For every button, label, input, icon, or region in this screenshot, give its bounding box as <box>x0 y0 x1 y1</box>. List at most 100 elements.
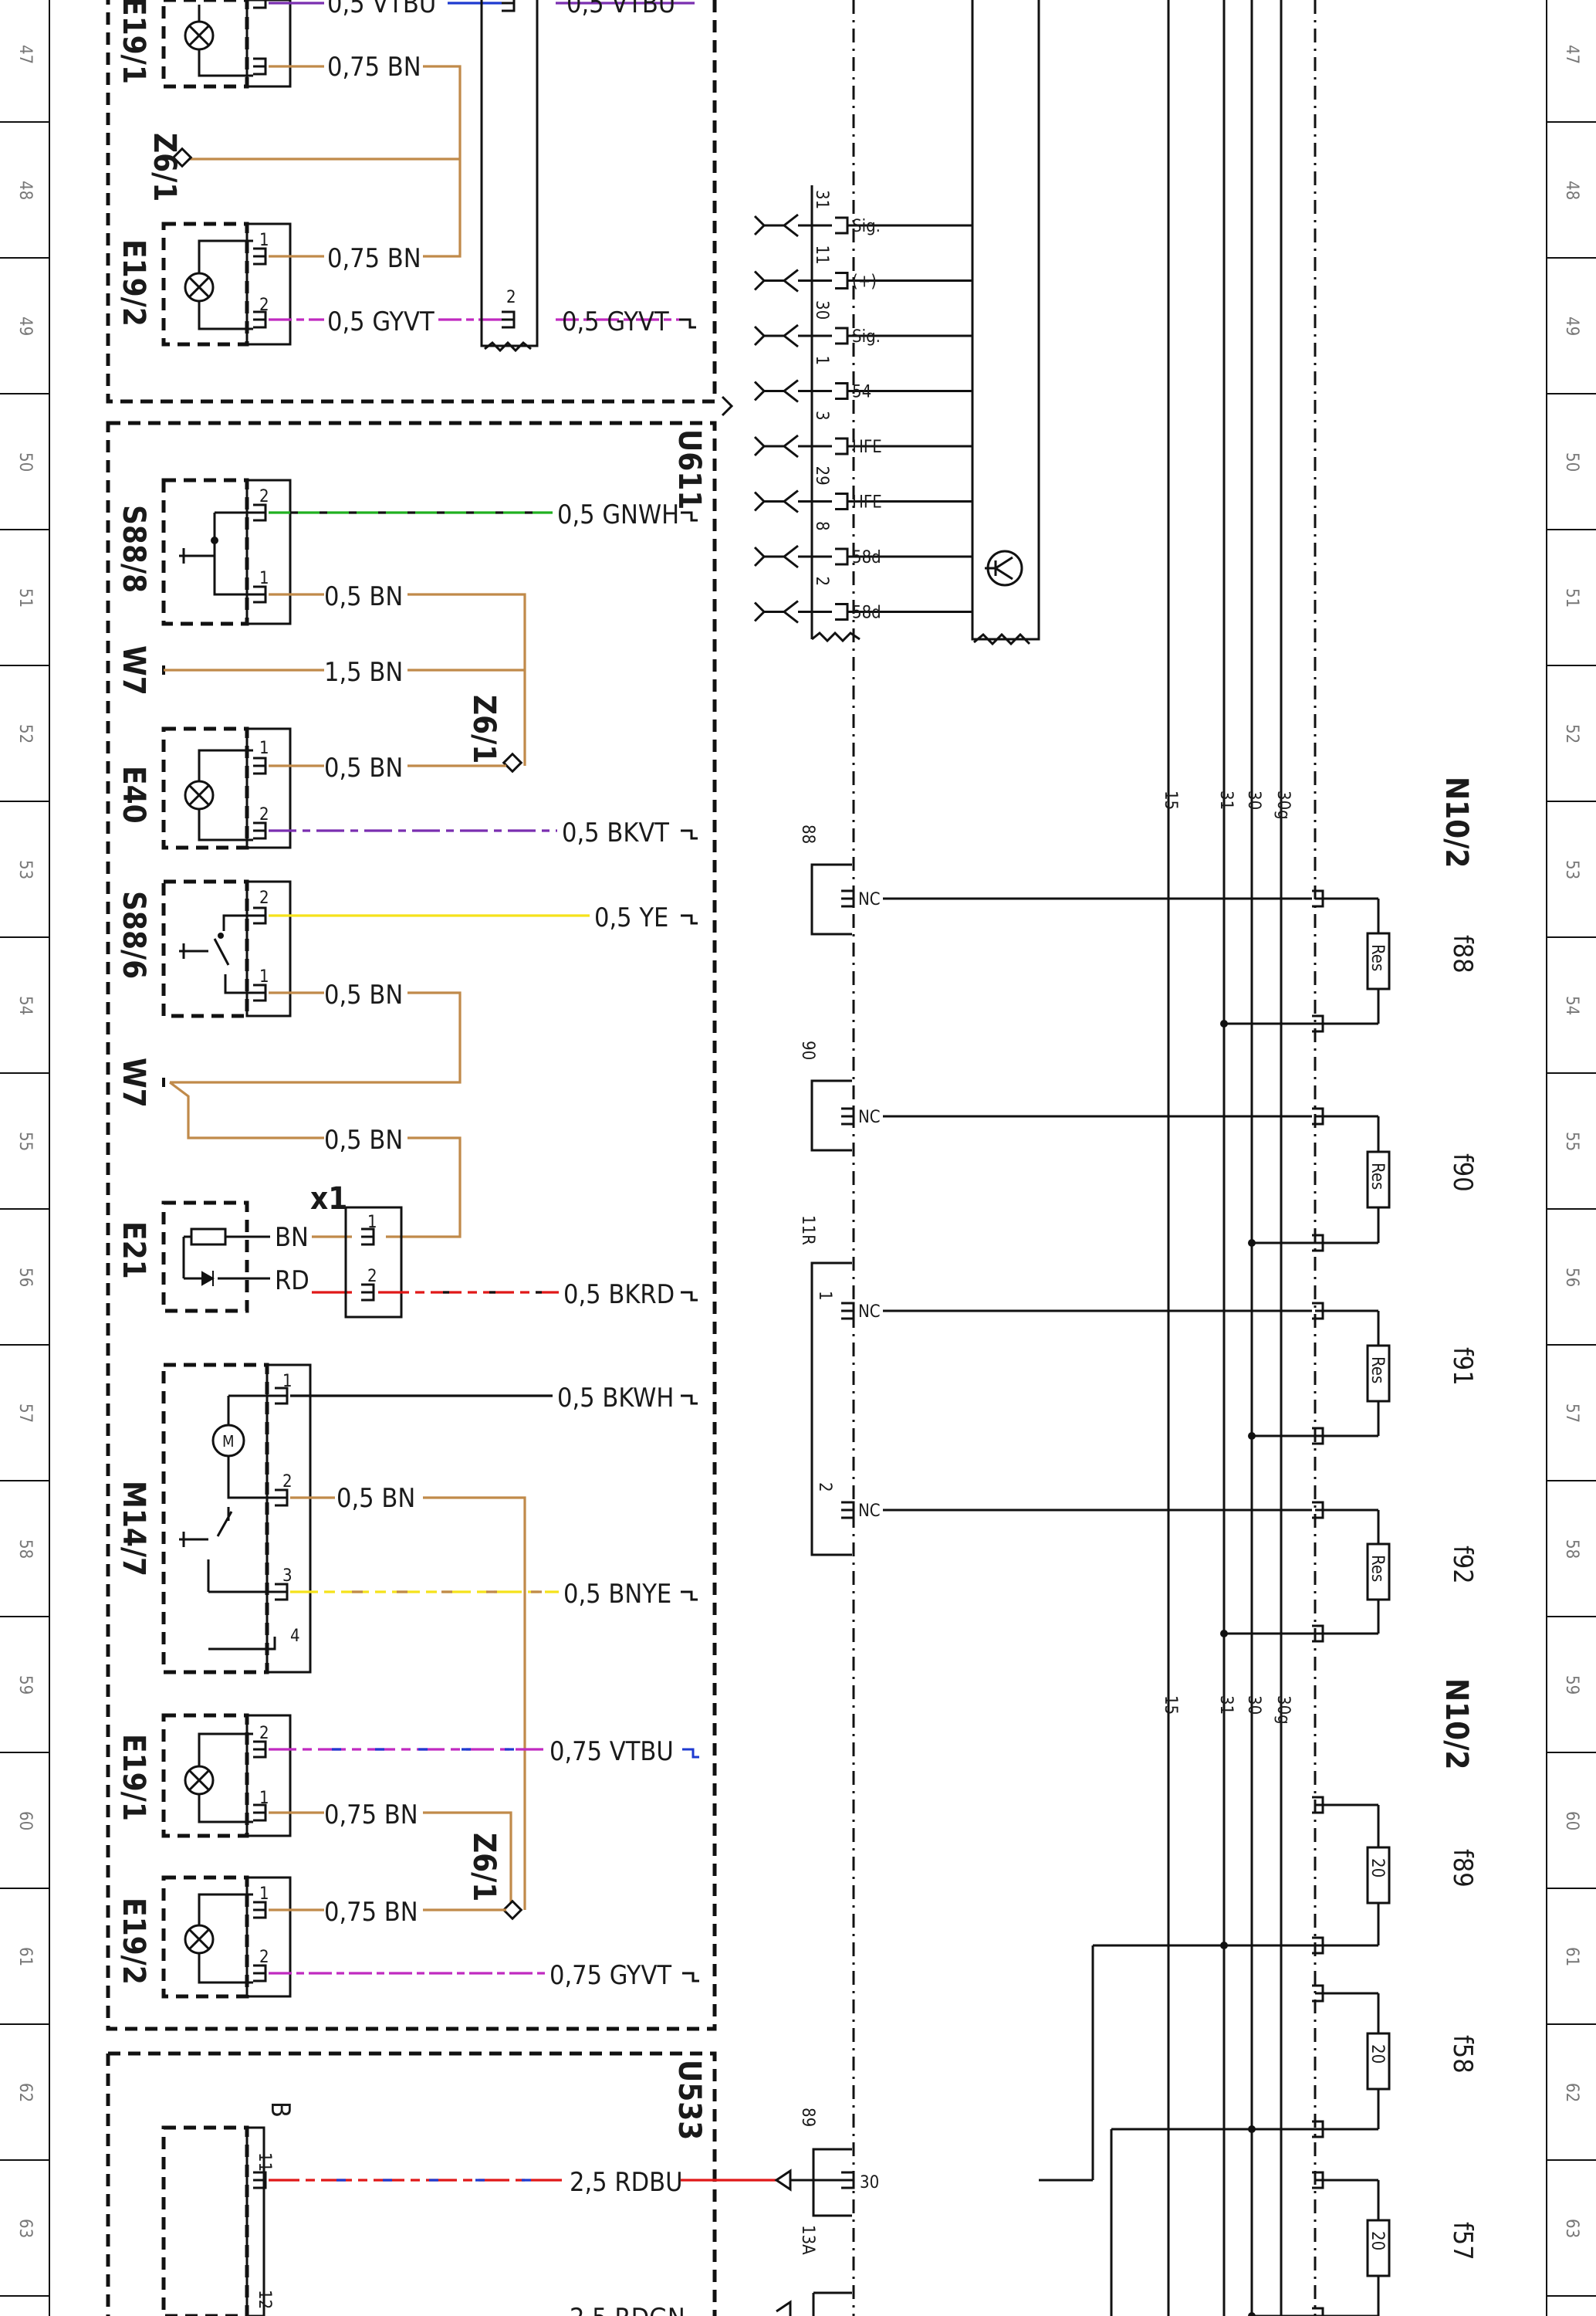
fuse-f88: Res f88 <box>1220 889 1478 1033</box>
wire-label: 0,75 BN <box>324 1800 418 1830</box>
component-label: Z6/1 <box>466 1833 502 1901</box>
row-number: 48 <box>15 181 35 200</box>
bus-label: 30 <box>1244 1695 1263 1715</box>
row-number: 58 <box>1562 1539 1581 1559</box>
row-number: 47 <box>15 45 35 64</box>
wire-label: 0,5 VTBU <box>327 0 436 19</box>
component-label: E19/1 <box>116 1734 151 1821</box>
pin-number: 2 <box>259 1948 269 1967</box>
fuse-value: Res <box>1368 1356 1387 1383</box>
wire-label: 2,5 RDGN <box>570 2303 685 2316</box>
wire-label: 0,5 YE <box>594 902 668 933</box>
pin-number: 11 <box>812 245 831 265</box>
row-number: 55 <box>1562 1132 1581 1151</box>
row-number: 51 <box>15 588 35 608</box>
row-number: 60 <box>1562 1811 1581 1830</box>
wire-label: 0,5 BN <box>324 980 403 1011</box>
bus-label: 30 <box>1244 791 1263 810</box>
row-number: 49 <box>15 317 35 336</box>
row-number: 52 <box>1562 724 1581 743</box>
row-number: 59 <box>1562 1675 1581 1695</box>
wire-label: 0,5 BN <box>324 581 403 612</box>
component-label: W7 <box>116 645 151 696</box>
wire-label: 0,5 BN <box>324 753 403 784</box>
pin-label: 30 <box>860 2173 879 2192</box>
nc-label: NC <box>858 1108 881 1127</box>
bus-label: 15 <box>1161 1695 1180 1715</box>
pin-number: 2 <box>506 288 516 307</box>
row-number: 52 <box>15 724 35 743</box>
fuse-f91: Res f91 <box>1248 1302 1478 1445</box>
component-label: Z6/1 <box>147 133 182 201</box>
fuse-value: 20 <box>1368 1858 1387 1878</box>
wire-label: 0,5 BNYE <box>563 1579 671 1610</box>
module-label: N10/2 <box>1439 1678 1474 1769</box>
row-number: 61 <box>15 1947 35 1966</box>
pin-number: 1 <box>259 967 269 987</box>
row-number: 61 <box>1562 1947 1581 1966</box>
wire-label: 0,5 GNWH <box>557 499 679 530</box>
row-number: 51 <box>1562 588 1581 608</box>
component-label: E19/2 <box>116 1898 151 1985</box>
wire-label: 0,5 BKVT <box>562 818 669 848</box>
row-number: 62 <box>1562 2083 1581 2102</box>
fuse-id: f89 <box>1447 1849 1478 1888</box>
pin-label: 54 <box>852 383 871 402</box>
bus-label: 31 <box>1216 791 1236 810</box>
component-label: E40 <box>116 766 151 824</box>
fuse-value: 20 <box>1368 2231 1387 2250</box>
pin-number: 1 <box>259 739 269 758</box>
pin-number: 12 <box>255 2290 274 2309</box>
pin-number: 3 <box>282 1566 292 1586</box>
row-number: 57 <box>15 1403 35 1423</box>
wire-label: 0,75 VTBU <box>549 1736 674 1767</box>
nc-pins: NC NC NC NC <box>840 889 1312 1521</box>
wire-label: 0,75 BN <box>327 243 421 274</box>
wire-label: 0,5 BN <box>336 1483 415 1514</box>
row-number: 55 <box>15 1132 35 1151</box>
row-number: 53 <box>15 860 35 879</box>
row-number: 50 <box>1562 452 1581 472</box>
pin-number: 1 <box>259 231 269 250</box>
pin-number: 2 <box>259 889 269 908</box>
row-number: 63 <box>1562 2219 1581 2238</box>
connector-label: 11R <box>798 1215 817 1245</box>
fuse-value: Res <box>1368 944 1387 971</box>
component-label: M14/7 <box>116 1481 151 1576</box>
pin-number: 2 <box>259 296 269 315</box>
pin-number: 1 <box>259 1884 269 1904</box>
wire-label: 0,5 BKRD <box>563 1279 675 1310</box>
pin-label: Sig. <box>852 327 881 347</box>
pin-number: 11 <box>255 2152 274 2172</box>
fuse-id: f91 <box>1447 1347 1478 1386</box>
row-number: 57 <box>1562 1403 1581 1423</box>
component-label: S88/6 <box>116 891 151 979</box>
wire-label: 2,5 RDBU <box>570 2167 683 2198</box>
pin-number: 2 <box>282 1472 292 1492</box>
pin-number: 1 <box>282 1372 292 1391</box>
pin-number: 2 <box>815 1482 834 1492</box>
wire-label: 0,75 BN <box>327 52 421 83</box>
row-number: 53 <box>1562 860 1581 879</box>
instrument-connector-frame <box>810 0 1040 646</box>
pin-label: B <box>265 2101 296 2118</box>
fuse-id: f88 <box>1447 935 1478 973</box>
row-number: 58 <box>15 1539 35 1559</box>
wire-label: 1,5 BN <box>324 657 403 688</box>
wire-label: 0,5 GYVT <box>562 306 669 337</box>
component-label: E21 <box>116 1221 151 1279</box>
pin-number: 2 <box>259 1724 269 1743</box>
row-number: 63 <box>15 2219 35 2238</box>
pin-label: (+) <box>852 273 877 292</box>
wire-label: 0,5 BN <box>324 1125 403 1156</box>
pin-label: 58d <box>852 548 881 567</box>
